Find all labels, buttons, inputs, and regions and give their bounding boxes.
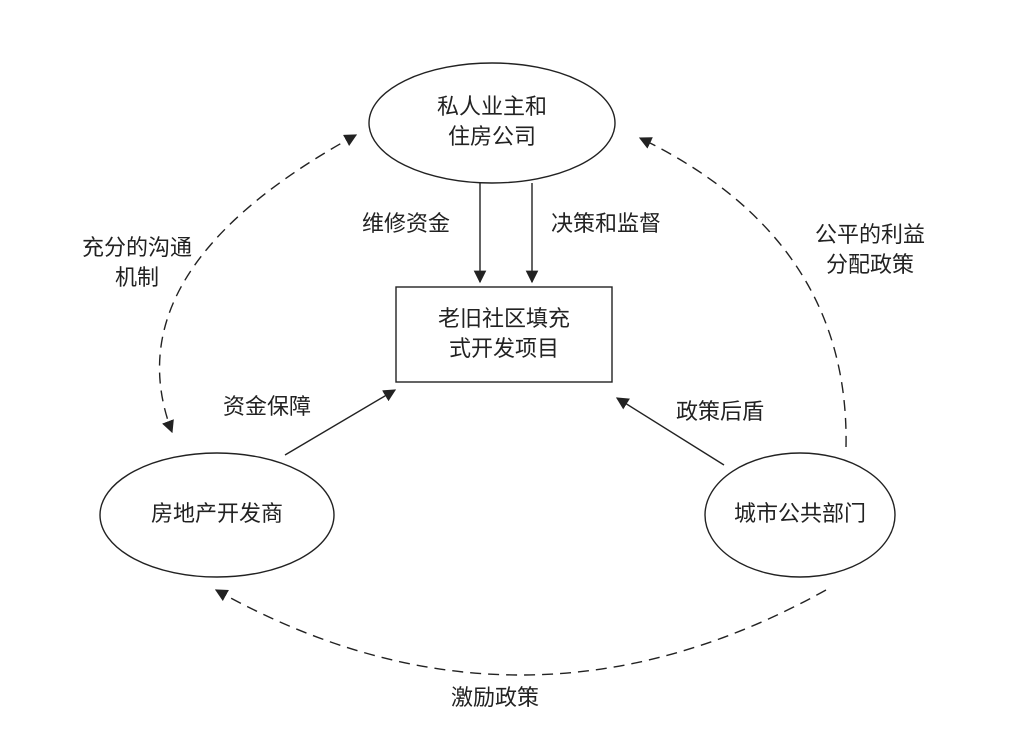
- incentive-dashed-arrow: [214, 589, 827, 676]
- fair-distribution-dashed-arrow: [638, 137, 847, 448]
- fair-distribution-label-line-1: 公平的利益: [814, 223, 925, 248]
- communication-label: 充分的沟通 机制: [72, 234, 202, 294]
- maintenance-funds-label: 维修资金: [362, 212, 451, 237]
- policy-backing-label: 政策后盾: [676, 400, 765, 425]
- communication-label-line-2: 机制: [114, 266, 159, 291]
- project-label-line-1: 老旧社区填充: [437, 307, 570, 332]
- funding-guarantee-label: 资金保障: [223, 395, 312, 420]
- communication-dashed-arrow: [158, 134, 358, 434]
- developer-node: [99, 452, 335, 578]
- communication-label-line-1: 充分的沟通: [81, 236, 192, 261]
- owners-label-line-1: 私人业主和: [436, 95, 547, 120]
- fair-distribution-label-line-2: 分配政策: [825, 253, 914, 278]
- public-dept-label: 城市公共部门: [733, 502, 866, 527]
- owners-label: 私人业主和 住房公司: [412, 93, 572, 153]
- public-dept-node: [704, 452, 896, 578]
- project-label-line-2: 式开发项目: [448, 337, 559, 362]
- owners-label-line-2: 住房公司: [447, 125, 536, 150]
- fair-distribution-label: 公平的利益 分配政策: [800, 221, 940, 281]
- owners-node: [368, 62, 616, 184]
- decision-supervision-label: 决策和监督: [551, 212, 662, 237]
- policy-backing-arrow: [615, 397, 725, 466]
- project-node: [395, 286, 613, 383]
- incentive-policy-label: 激励政策: [451, 686, 540, 711]
- developer-label: 房地产开发商: [150, 502, 283, 527]
- project-label: 老旧社区填充 式开发项目: [414, 305, 594, 365]
